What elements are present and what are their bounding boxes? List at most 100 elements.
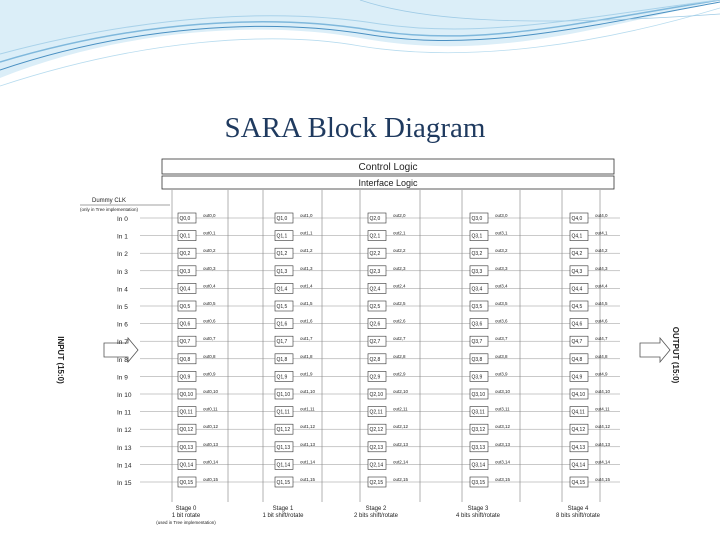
- register-label: Q3,15: [472, 480, 486, 486]
- register-box: [177, 335, 197, 347]
- register-label: Q3,0: [472, 216, 483, 222]
- input-label: In 6: [117, 322, 128, 329]
- register-output-label: out0,12: [203, 424, 219, 429]
- register-output-label: out1,2: [300, 248, 313, 253]
- register-label: Q4,5: [572, 304, 583, 310]
- register-label: Q2,11: [370, 410, 383, 416]
- register-label: Q3,14: [472, 462, 486, 468]
- register-label: Q3,6: [472, 322, 483, 328]
- register-box: [274, 371, 294, 382]
- register-label: Q1,12: [277, 427, 291, 433]
- input-label: In 1: [117, 234, 128, 241]
- register-box: [274, 318, 294, 329]
- register-box: [569, 441, 589, 453]
- register-box: [469, 371, 489, 382]
- register-box: [177, 371, 197, 382]
- register-output-label: out3,3: [495, 266, 508, 271]
- register-label: Q0,12: [180, 427, 194, 433]
- input-label: In 8: [117, 357, 128, 364]
- register-output-label: out3,13: [495, 442, 511, 447]
- register-box: [469, 406, 489, 417]
- register-box: [274, 441, 294, 453]
- register-label: Q2,4: [370, 286, 381, 292]
- stage-name: Stage 0: [176, 506, 197, 512]
- register-output-label: out2,13: [393, 442, 409, 447]
- register-output-label: out4,6: [595, 319, 608, 324]
- register-label: Q3,10: [472, 392, 486, 398]
- register-box: [367, 353, 387, 365]
- register-label: Q1,8: [277, 357, 288, 363]
- register-output-label: out0,9: [203, 371, 216, 376]
- input-label: In 4: [117, 286, 128, 293]
- register-output-label: out3,12: [495, 424, 511, 429]
- register-output-label: out2,5: [393, 301, 406, 306]
- register-label: Q0,9: [180, 374, 191, 380]
- register-box: [274, 388, 294, 400]
- register-label: Q1,11: [277, 410, 290, 416]
- interface-logic-label: Interface Logic: [358, 178, 418, 188]
- register-box: [177, 423, 197, 435]
- register-label: Q0,8: [180, 357, 191, 363]
- stage-description: 2 bits shift/rotate: [354, 513, 399, 519]
- register-output-label: out3,11: [495, 407, 510, 412]
- register-output-label: out4,3: [595, 266, 608, 271]
- register-output-label: out2,10: [393, 389, 409, 394]
- input-label: In 15: [117, 480, 132, 487]
- output-bus-label: OUTPUT (15:0): [671, 327, 680, 384]
- register-label: Q2,6: [370, 322, 381, 328]
- register-box: [469, 335, 489, 347]
- register-output-label: out0,4: [203, 283, 216, 288]
- register-box: [177, 441, 197, 453]
- register-label: Q1,13: [277, 445, 291, 451]
- register-label: Q4,4: [572, 286, 583, 292]
- register-label: Q2,8: [370, 357, 381, 363]
- register-output-label: out0,11: [203, 407, 218, 412]
- register-label: Q2,14: [370, 462, 384, 468]
- register-box: [367, 476, 387, 488]
- register-box: [177, 265, 197, 277]
- register-box: [569, 406, 589, 417]
- register-output-label: out2,15: [393, 477, 409, 482]
- control-logic-box: [161, 158, 615, 175]
- register-label: Q4,2: [572, 251, 583, 257]
- register-output-label: out4,7: [595, 336, 608, 341]
- register-label: Q1,14: [277, 462, 291, 468]
- register-output-label: out0,15: [203, 477, 219, 482]
- register-output-label: out3,1: [495, 231, 508, 236]
- register-box: [367, 335, 387, 347]
- dummy-clk-note: (only in Tree implementation): [80, 207, 139, 212]
- register-box: [569, 247, 589, 259]
- register-output-label: out3,5: [495, 301, 508, 306]
- register-box: [569, 335, 589, 347]
- register-label: Q4,11: [572, 410, 585, 416]
- register-output-label: out4,5: [595, 301, 608, 306]
- register-box: [469, 212, 489, 224]
- register-box: [367, 318, 387, 329]
- register-box: [177, 476, 197, 488]
- register-label: Q1,0: [277, 216, 288, 222]
- register-box: [274, 406, 294, 417]
- register-label: Q0,10: [180, 392, 194, 398]
- register-label: Q2,12: [370, 427, 384, 433]
- register-output-label: out3,4: [495, 283, 508, 288]
- register-output-label: out0,8: [203, 354, 216, 359]
- register-label: Q1,6: [277, 322, 288, 328]
- register-label: Q2,7: [370, 339, 381, 345]
- register-label: Q4,1: [572, 234, 583, 240]
- input-label: In 5: [117, 304, 128, 311]
- register-output-label: out3,8: [495, 354, 508, 359]
- register-box: [274, 335, 294, 347]
- register-label: Q0,15: [180, 480, 194, 486]
- register-box: [177, 212, 197, 224]
- register-box: [367, 300, 387, 312]
- register-label: Q4,3: [572, 269, 583, 275]
- register-output-label: out4,14: [595, 459, 611, 464]
- register-output-label: out2,4: [393, 283, 406, 288]
- register-label: Q3,1: [472, 234, 483, 240]
- register-label: Q2,1: [370, 234, 381, 240]
- register-output-label: out0,7: [203, 336, 216, 341]
- register-box: [569, 300, 589, 312]
- sara-block-diagram: Control Logic Interface Logic Dummy CLK …: [56, 150, 680, 530]
- register-output-label: out4,1: [595, 231, 608, 236]
- register-output-label: out2,1: [393, 231, 406, 236]
